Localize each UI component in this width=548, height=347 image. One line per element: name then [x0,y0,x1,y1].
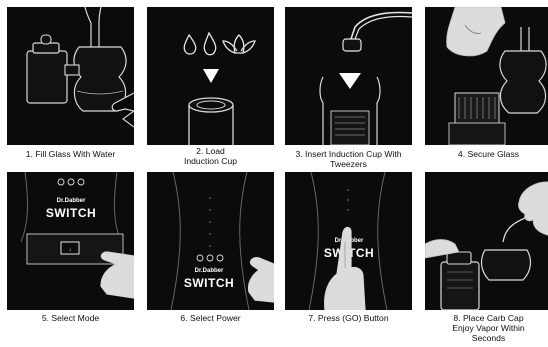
step-6-caption: 6. Select Power [143,313,278,323]
step-5-illustration: Dr.Dabber SWITCH ↓ [7,172,134,310]
device-brand: Dr.Dabber [195,268,224,274]
step-5-caption: 5. Select Mode [3,313,138,323]
mode-icon-1 [58,179,64,185]
mode-icon-2 [68,179,74,185]
step-6-illustration: Dr.Dabber SWITCH [147,172,274,310]
step-4-caption: 4. Secure Glass [421,149,548,159]
select-power-illustration: Dr.Dabber SWITCH [147,172,274,310]
down-arrow-icon [339,73,361,89]
step-2-caption: 2. Load Induction Cup [143,146,278,166]
device-brand: Dr.Dabber [57,198,86,204]
water-drop-icon [184,35,196,54]
step-4-illustration [425,7,548,145]
device-model: SWITCH [184,276,234,290]
step-3-caption: 3. Insert Induction Cup With Tweezers [281,149,416,169]
step-1-illustration [7,7,134,145]
step-3-illustration [285,7,412,145]
oil-drop-icon [204,33,216,55]
step-7-illustration: Dr.Dabber SWITCH [285,172,412,310]
enjoy-vapor-illustration [425,172,548,310]
insert-cup-illustration [285,7,412,145]
secure-glass-illustration [425,7,548,145]
mode-button-icon: ↓ [69,247,72,253]
device-model: SWITCH [46,206,96,220]
step-1-caption: 1. Fill Glass With Water [3,149,138,159]
load-cup-illustration [147,7,274,145]
water-pipe-illustration [7,7,134,145]
down-arrow-icon [203,69,219,83]
step-2-illustration [147,7,274,145]
step-8-illustration [425,172,548,310]
step-7-caption: 7. Press (GO) Button [281,313,416,323]
leaf-icon [223,35,255,53]
select-mode-illustration: Dr.Dabber SWITCH ↓ [7,172,134,310]
step-8-caption: 8. Place Carb Cap Enjoy Vapor Within Sec… [421,313,548,343]
mode-icon-3 [78,179,84,185]
press-go-illustration: Dr.Dabber SWITCH [285,172,412,310]
